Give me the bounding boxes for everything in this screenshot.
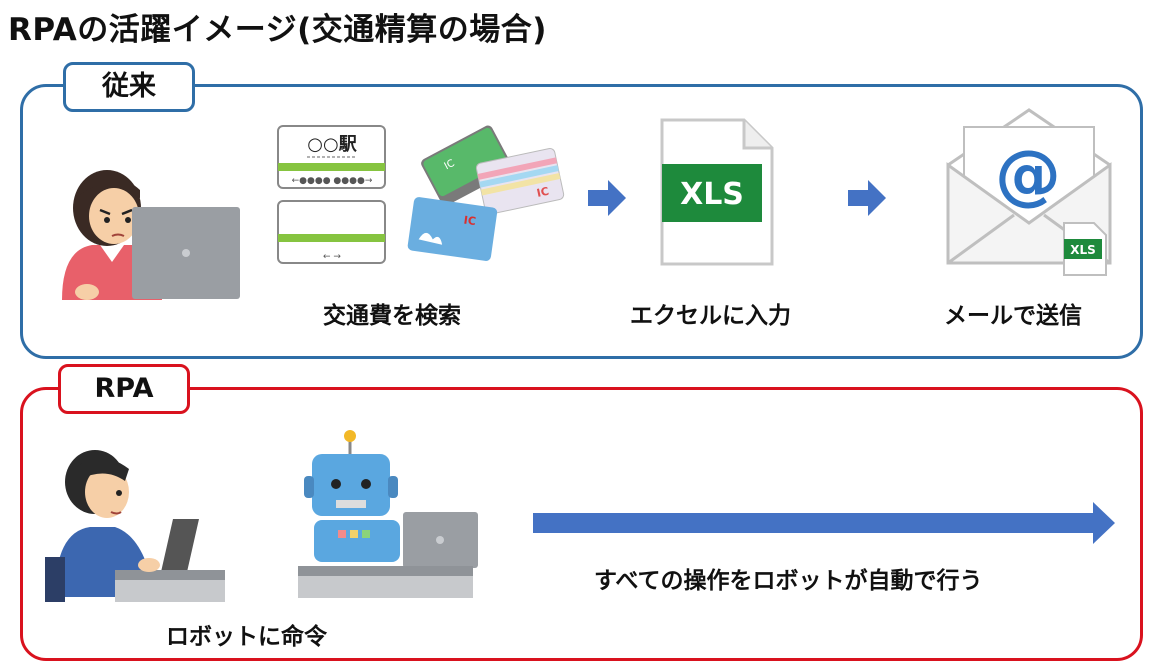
ic-text-blue: IC <box>463 214 477 229</box>
woman-laptop-illustration <box>62 170 240 300</box>
ticket-station-text: ○○駅 <box>307 134 357 155</box>
email-envelope-icon: @ XLS <box>946 108 1112 276</box>
xls-mini-text: XLS <box>1070 243 1096 257</box>
rpa-tag: RPA <box>58 364 190 414</box>
blank-ticket-icon: ← → <box>277 200 386 264</box>
traditional-tag: 従来 <box>63 62 195 112</box>
arrow-right-icon-2 <box>848 180 886 216</box>
step-search-label: 交通費を検索 <box>323 303 461 329</box>
ic-text-pastel: IC <box>536 185 551 200</box>
train-ticket-icon: ○○駅 ←●●●● ●●●●→ <box>277 125 386 189</box>
man-laptop-illustration <box>45 450 225 602</box>
ic-text-green: IC <box>443 158 457 172</box>
step-excel-label: エクセルに入力 <box>630 303 791 329</box>
ic-cards-icon: IC IC IC <box>407 125 565 261</box>
arrow-right-icon-1 <box>588 180 626 216</box>
page-title: RPAの活躍イメージ(交通精算の場合) <box>8 12 547 48</box>
command-robot-label: ロボットに命令 <box>166 624 327 650</box>
svg-text:← →: ← → <box>323 252 341 262</box>
step-mail-label: メールで送信 <box>944 303 1082 329</box>
xls-mini-icon: XLS <box>1063 222 1107 276</box>
automation-arrow-icon <box>533 502 1115 544</box>
robot-laptop-illustration <box>298 430 478 598</box>
xls-text: XLS <box>680 177 744 212</box>
auto-operation-label: すべての操作をロボットが自動で行う <box>594 568 983 594</box>
excel-file-icon: XLS <box>660 118 774 266</box>
svg-text:←●●●● ●●●●→: ←●●●● ●●●●→ <box>292 176 373 186</box>
at-symbol: @ <box>995 136 1061 213</box>
